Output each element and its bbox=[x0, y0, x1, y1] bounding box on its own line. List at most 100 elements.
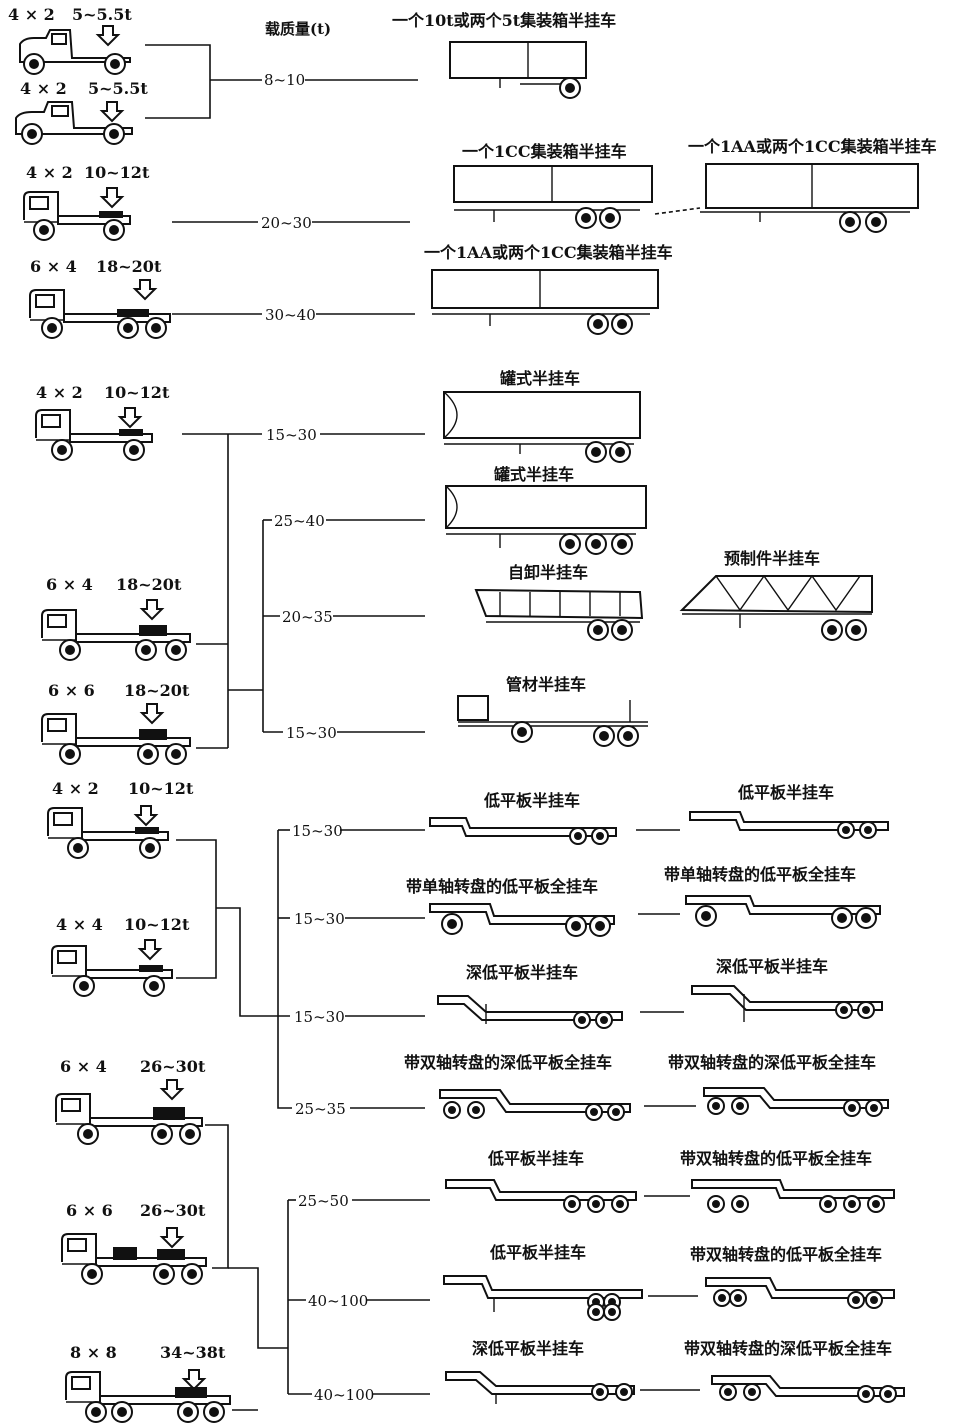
tractor-4x2-10t-b: 4 × 2 10~12t bbox=[36, 383, 170, 460]
drive-config: 4 × 2 bbox=[26, 163, 73, 182]
trailer-dump: 自卸半挂车 bbox=[476, 563, 642, 640]
trailer-lowbed-semi-a: 低平板半挂车 bbox=[430, 791, 616, 844]
down-arrow-icon bbox=[102, 102, 122, 121]
trailer-deep-semi-b: 深低平板半挂车 bbox=[692, 957, 882, 1022]
drive-config: 8 × 8 bbox=[70, 1343, 117, 1362]
trailer-deep-semi-a: 深低平板半挂车 bbox=[438, 963, 622, 1028]
fifth-wheel-load: 18~20t bbox=[96, 257, 162, 276]
range-label: 15~30 bbox=[294, 910, 345, 928]
trailer-lowbed-semi-c: 低平板半挂车 bbox=[446, 1149, 636, 1212]
trailer-lowbed-semi-d: 低平板半挂车 bbox=[444, 1243, 642, 1320]
down-arrow-icon bbox=[184, 1370, 204, 1389]
tractor-8x8-34t: 8 × 8 34~38t bbox=[66, 1343, 230, 1422]
trailer-label: 罐式半挂车 bbox=[499, 369, 580, 388]
trailer-label: 管材半挂车 bbox=[506, 675, 586, 694]
range-label: 15~30 bbox=[292, 822, 343, 840]
trailer-label: 带双轴转盘的低平板全挂车 bbox=[690, 1245, 882, 1264]
trailer-deep-semi-c: 深低平板半挂车 bbox=[446, 1339, 634, 1404]
tractor-4x2-10t-a: 4 × 2 10~12t bbox=[24, 163, 150, 240]
range-label: 15~30 bbox=[286, 724, 337, 742]
trailers: 一个10t或两个5t集装箱半挂车 一个1CC集装箱半挂车 一个1AA或两个1CC… bbox=[392, 11, 937, 1404]
drive-config: 4 × 2 bbox=[52, 779, 99, 798]
trailer-lowbed-full-double-b: 带双轴转盘的低平板全挂车 bbox=[690, 1245, 894, 1308]
fifth-wheel-load: 10~12t bbox=[84, 163, 150, 182]
tractor-4x2-5t-a: 4 × 2 5~5.5t bbox=[8, 5, 132, 74]
range-label: 15~30 bbox=[266, 426, 317, 444]
drive-config: 4 × 2 bbox=[20, 79, 67, 98]
tractor-6x4-26t: 6 × 4 26~30t bbox=[56, 1057, 206, 1144]
down-arrow-icon bbox=[162, 1228, 182, 1247]
range-label: 25~35 bbox=[295, 1100, 346, 1118]
trailer-deep-full-double-b: 带双轴转盘的深低平板全挂车 bbox=[668, 1053, 888, 1116]
fifth-wheel-load: 18~20t bbox=[116, 575, 182, 594]
trailer-label: 深低平板半挂车 bbox=[472, 1339, 584, 1358]
fifth-wheel-load: 26~30t bbox=[140, 1201, 206, 1220]
fifth-wheel-load: 18~20t bbox=[124, 681, 190, 700]
trailer-label: 一个1AA或两个1CC集装箱半挂车 bbox=[424, 243, 673, 262]
range-label: 20~30 bbox=[261, 214, 312, 232]
trailer-container-1aa-a: 一个1AA或两个1CC集装箱半挂车 bbox=[424, 243, 673, 334]
trailer-label: 自卸半挂车 bbox=[508, 563, 588, 582]
trailer-label: 低平板半挂车 bbox=[483, 791, 580, 810]
fifth-wheel-load: 10~12t bbox=[124, 915, 190, 934]
down-arrow-icon bbox=[120, 408, 140, 427]
trailer-pipe: 管材半挂车 bbox=[458, 675, 648, 746]
down-arrow-icon bbox=[136, 806, 156, 825]
trailer-label: 一个1AA或两个1CC集装箱半挂车 bbox=[688, 137, 937, 156]
trailer-label: 罐式半挂车 bbox=[493, 465, 574, 484]
fifth-wheel-load: 5~5.5t bbox=[72, 5, 132, 24]
trailer-lowbed-semi-b: 低平板半挂车 bbox=[690, 783, 888, 838]
trailer-deep-full-double-a: 带双轴转盘的深低平板全挂车 bbox=[404, 1053, 630, 1120]
trailer-label: 带双轴转盘的深低平板全挂车 bbox=[668, 1053, 876, 1072]
tractor-6x6-18t: 6 × 6 18~20t bbox=[42, 681, 190, 764]
trailer-deep-full-double-c: 带双轴转盘的深低平板全挂车 bbox=[684, 1339, 904, 1402]
down-arrow-icon bbox=[102, 188, 122, 207]
tractors: 4 × 2 5~5.5t 4 × 2 5~5.5t 4 × 2 10~12t bbox=[8, 5, 230, 1422]
trailer-label: 带双轴转盘的深低平板全挂车 bbox=[404, 1053, 612, 1072]
fifth-wheel-load: 5~5.5t bbox=[88, 79, 148, 98]
trailer-label: 预制件半挂车 bbox=[724, 549, 820, 568]
trailer-label: 带双轴转盘的深低平板全挂车 bbox=[684, 1339, 892, 1358]
tractor-6x4-18t-a: 6 × 4 18~20t bbox=[30, 257, 170, 338]
trailer-label: 低平板半挂车 bbox=[737, 783, 834, 802]
range-label: 30~40 bbox=[265, 306, 316, 324]
tractor-4x2-5t-b: 4 × 2 5~5.5t bbox=[16, 79, 148, 144]
down-arrow-icon bbox=[142, 600, 162, 619]
range-label: 20~35 bbox=[282, 608, 333, 626]
drive-config: 6 × 4 bbox=[60, 1057, 107, 1076]
trailer-container-1aa-b: 一个1AA或两个1CC集装箱半挂车 bbox=[688, 137, 937, 232]
down-arrow-icon bbox=[98, 26, 118, 45]
fifth-wheel-load: 10~12t bbox=[104, 383, 170, 402]
drive-config: 6 × 4 bbox=[30, 257, 77, 276]
drive-config: 6 × 6 bbox=[48, 681, 95, 700]
drive-config: 4 × 2 bbox=[8, 5, 55, 24]
trailer-container-10t: 一个10t或两个5t集装箱半挂车 bbox=[392, 11, 616, 98]
tractor-4x4-10t: 4 × 4 10~12t bbox=[52, 915, 190, 996]
fifth-wheel-load: 26~30t bbox=[140, 1057, 206, 1076]
trailer-label: 深低平板半挂车 bbox=[466, 963, 578, 982]
trailer-lowbed-full-double-a: 带双轴转盘的低平板全挂车 bbox=[680, 1149, 894, 1212]
range-label: 40~100 bbox=[308, 1292, 368, 1310]
down-arrow-icon bbox=[142, 704, 162, 723]
capacity-header: 载质量(t) bbox=[265, 20, 331, 38]
range-label: 40~100 bbox=[314, 1386, 374, 1404]
trailer-label: 低平板半挂车 bbox=[489, 1243, 586, 1262]
trailer-tank-b: 罐式半挂车 bbox=[446, 465, 646, 554]
down-arrow-icon bbox=[135, 280, 155, 299]
trailer-lowbed-full-single-a: 带单轴转盘的低平板全挂车 bbox=[406, 877, 614, 936]
trailer-precast: 预制件半挂车 bbox=[682, 549, 872, 640]
trailer-lowbed-full-single-b: 带单轴转盘的低平板全挂车 bbox=[664, 865, 880, 928]
trailer-label: 带单轴转盘的低平板全挂车 bbox=[664, 865, 856, 884]
fifth-wheel-load: 34~38t bbox=[160, 1343, 226, 1362]
range-label: 25~40 bbox=[274, 512, 325, 530]
drive-config: 4 × 4 bbox=[56, 915, 103, 934]
trailer-label: 低平板半挂车 bbox=[487, 1149, 584, 1168]
trailer-container-1cc: 一个1CC集装箱半挂车 bbox=[454, 142, 652, 228]
range-label: 15~30 bbox=[294, 1008, 345, 1026]
fifth-wheel-load: 10~12t bbox=[128, 779, 194, 798]
trailer-tank-a: 罐式半挂车 bbox=[444, 369, 640, 462]
trailer-label: 深低平板半挂车 bbox=[716, 957, 828, 976]
trailer-label: 一个1CC集装箱半挂车 bbox=[462, 142, 627, 161]
range-label: 25~50 bbox=[298, 1192, 349, 1210]
